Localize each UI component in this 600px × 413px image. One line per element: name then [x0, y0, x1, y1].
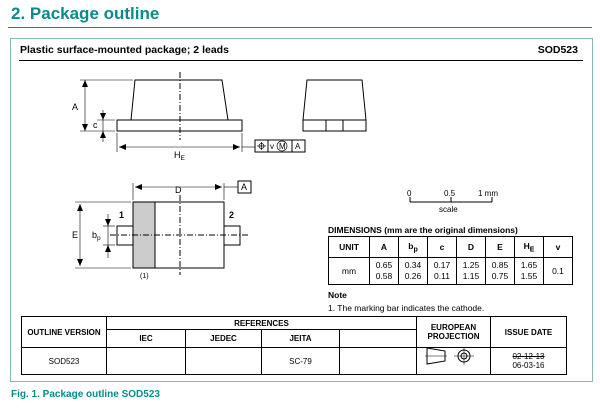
ref-jedec: [185, 347, 262, 375]
ref-header-references: REFERENCES: [106, 315, 417, 331]
label-c: c: [93, 120, 98, 130]
dimensions-title: DIMENSIONS (mm are the original dimensio…: [328, 225, 518, 235]
dim-header-D: D: [456, 236, 486, 258]
label-lead-1: 1: [119, 210, 124, 220]
tolerance-frame: [254, 139, 306, 153]
dim-header-A: A: [369, 236, 399, 258]
scale-tick-0: 0: [407, 189, 412, 198]
tol-M: M: [279, 142, 286, 151]
tol-v: v: [270, 142, 274, 151]
end-view-body: [302, 79, 367, 132]
section-rule: [8, 27, 592, 28]
ref-header-issue-date: ISSUE DATE: [490, 316, 567, 348]
ref-projection-symbol: [416, 347, 491, 375]
tol-A: A: [295, 142, 301, 151]
datum-A-box: [237, 180, 252, 194]
ref-header-european-projection: EUROPEAN PROJECTION: [416, 316, 491, 348]
dim-header-E: E: [485, 236, 515, 258]
package-title-rule: [19, 60, 583, 61]
label-marking-ref: (1): [140, 273, 149, 280]
label-A: A: [72, 102, 78, 112]
ref-header-blank: [339, 329, 417, 348]
package-title: Plastic surface-mounted package; 2 leads: [20, 44, 229, 56]
dimensions-header-row: UNIT A bp c D E HE v: [328, 236, 573, 258]
ref-header-outline-version: OUTLINE VERSION: [21, 316, 107, 348]
note-heading: Note: [328, 290, 347, 300]
note-text: 1. The marking bar indicates the cathode…: [328, 303, 485, 313]
label-HE: HE: [174, 150, 186, 162]
label-lead-2: 2: [229, 210, 234, 220]
references-table: OUTLINE VERSION REFERENCES EUROPEAN PROJ…: [21, 315, 567, 375]
ref-iec: [106, 347, 186, 375]
figure-caption: Fig. 1. Package outline SOD523: [11, 389, 160, 400]
scale-label: scale: [439, 205, 458, 214]
dim-unit: mm: [328, 257, 370, 285]
ref-blank: [339, 347, 417, 375]
package-code: SOD523: [537, 44, 578, 56]
section-title: 2. Package outline: [11, 4, 160, 23]
label-E: E: [72, 230, 78, 240]
end-view-lead: [325, 119, 344, 132]
dim-header-bp: bp: [398, 236, 428, 258]
ref-header-jeita: JEITA: [261, 329, 340, 348]
label-bp: bp: [92, 230, 101, 242]
dim-v: 0.1: [543, 257, 573, 285]
dim-header-v: v: [543, 236, 573, 258]
label-datum-A: A: [241, 182, 247, 192]
tol-M-circle: [276, 140, 288, 152]
ref-outline-version: SOD523: [21, 347, 107, 375]
side-view-body: [116, 79, 243, 132]
scale-tick-05: 0.5: [444, 189, 456, 198]
scale-tick-1mm: 1 mm: [478, 189, 498, 198]
label-D: D: [175, 185, 182, 195]
dim-header-c: c: [427, 236, 457, 258]
outline-frame: [10, 38, 593, 382]
ref-header-iec: IEC: [106, 329, 186, 348]
ref-header-jedec: JEDEC: [185, 329, 262, 348]
dim-header-unit: UNIT: [328, 236, 370, 258]
ref-jeita: SC-79: [261, 347, 340, 375]
dim-header-HE: HE: [514, 236, 544, 258]
tolerance-symbol: [257, 142, 266, 150]
